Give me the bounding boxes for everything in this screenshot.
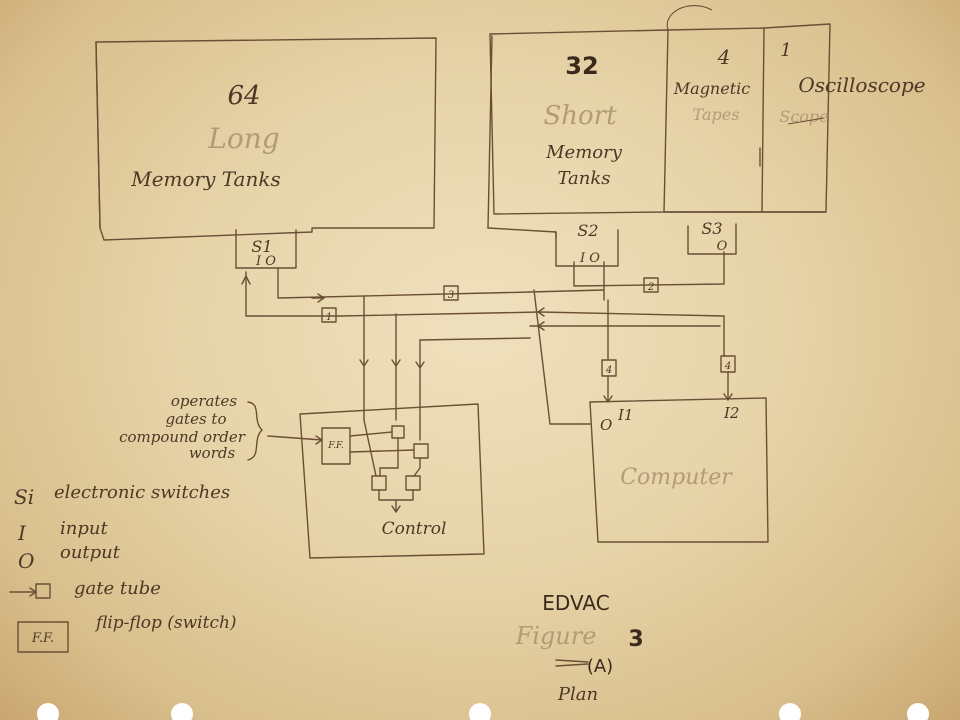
control-block: F.F. Control [299,403,485,559]
oscilloscope-block: 1 Oscilloscope Scope [663,23,926,213]
legend-flipflop-box [17,621,69,653]
flip-flop-box [321,427,351,465]
scope-sub: Scope [779,107,828,126]
computer-output: O [600,416,612,434]
gate-tube: 2 [643,277,659,293]
legend-key-output: O [18,549,34,573]
caption-title: EDVAC [542,591,609,615]
switch-s1-label: S1 [251,237,272,256]
switch-s2-label: S2 [577,221,598,240]
short-memory-label-1: Memory [545,142,623,163]
annotation-line-4: words [189,444,236,462]
gate-tube-icon [391,425,405,439]
annotation-line-1: operates [171,392,238,410]
caption: EDVAC Figure 3 (A) Plan [515,591,644,705]
gate-tube-icon [9,583,51,599]
caption-plan: Plan [557,684,598,705]
legend: Si electronic switches I input O output … [9,482,237,653]
gate-tube: 4 [720,355,736,373]
binder-holes [37,703,929,720]
tapes-label-1: Magnetic [673,79,750,98]
switch-s2-io: I O [579,251,600,266]
gate-tubes: 1 3 2 4 4 [321,277,736,377]
legend-key-flipflop: F.F. [31,631,54,646]
caption-sub: (A) [587,656,613,677]
short-memory-label-2: Tanks [557,168,610,189]
legend-text-flipflop: flip-flop (switch) [94,613,237,633]
gate-label: 3 [448,290,454,301]
gate-tube-icon [371,475,387,491]
computer-input-1: I1 [617,406,633,424]
gate-tube: 3 [443,285,459,301]
gate-label: 4 [724,361,731,372]
gate-tube: 1 [321,307,337,323]
switch-s3-io: O [717,239,728,254]
gate-tube: 4 [601,359,617,377]
switch-s3: S3 O [687,219,737,255]
legend-text-input: input [60,518,108,539]
annotation-line-3: compound order [119,428,246,446]
wiring [241,251,733,445]
gate-label: 4 [605,365,612,376]
control-annotation: operates gates to compound order words [119,392,263,462]
caption-figure: Figure [515,622,597,650]
legend-key-input: I [17,521,27,545]
gate-tube-icon [405,475,421,491]
legend-text-gate: gate tube [74,578,161,599]
annotation-line-2: gates to [166,410,227,428]
switch-s1-io: I O [255,254,276,269]
long-memory-count: 64 [227,81,260,111]
caption-number: 3 [628,627,643,652]
tapes-label-2: Tapes [693,105,740,124]
scope-label: Oscilloscope [798,73,925,97]
scope-count: 1 [780,40,791,61]
long-memory-word: Long [207,122,279,155]
computer-input-2: I2 [723,404,739,422]
magnetic-tapes-block: 4 Magnetic Tapes [663,5,765,213]
long-memory-label: Memory Tanks [130,167,281,191]
tapes-count: 4 [717,45,731,69]
gate-label: 1 [326,312,332,323]
long-memory-block: 64 Long Memory Tanks [95,37,437,241]
computer-label: Computer [620,465,733,490]
control-label: Control [382,519,447,539]
short-memory-block: 32 Short Memory Tanks [487,29,669,239]
gate-label: 2 [647,282,654,293]
computer-block: O I1 I2 Computer [589,397,769,543]
legend-text-switch: electronic switches [54,482,230,503]
legend-key-switch: Si [14,485,34,509]
flip-flop-label: F.F. [327,441,344,451]
gate-tube-icon [413,443,429,459]
switch-s1: S1 I O [235,229,297,269]
switch-s3-label: S3 [701,219,722,238]
switch-s2: S2 I O [555,221,619,267]
legend-text-output: output [60,542,121,563]
short-memory-word: Short [543,101,617,131]
short-memory-count: 32 [565,52,598,80]
